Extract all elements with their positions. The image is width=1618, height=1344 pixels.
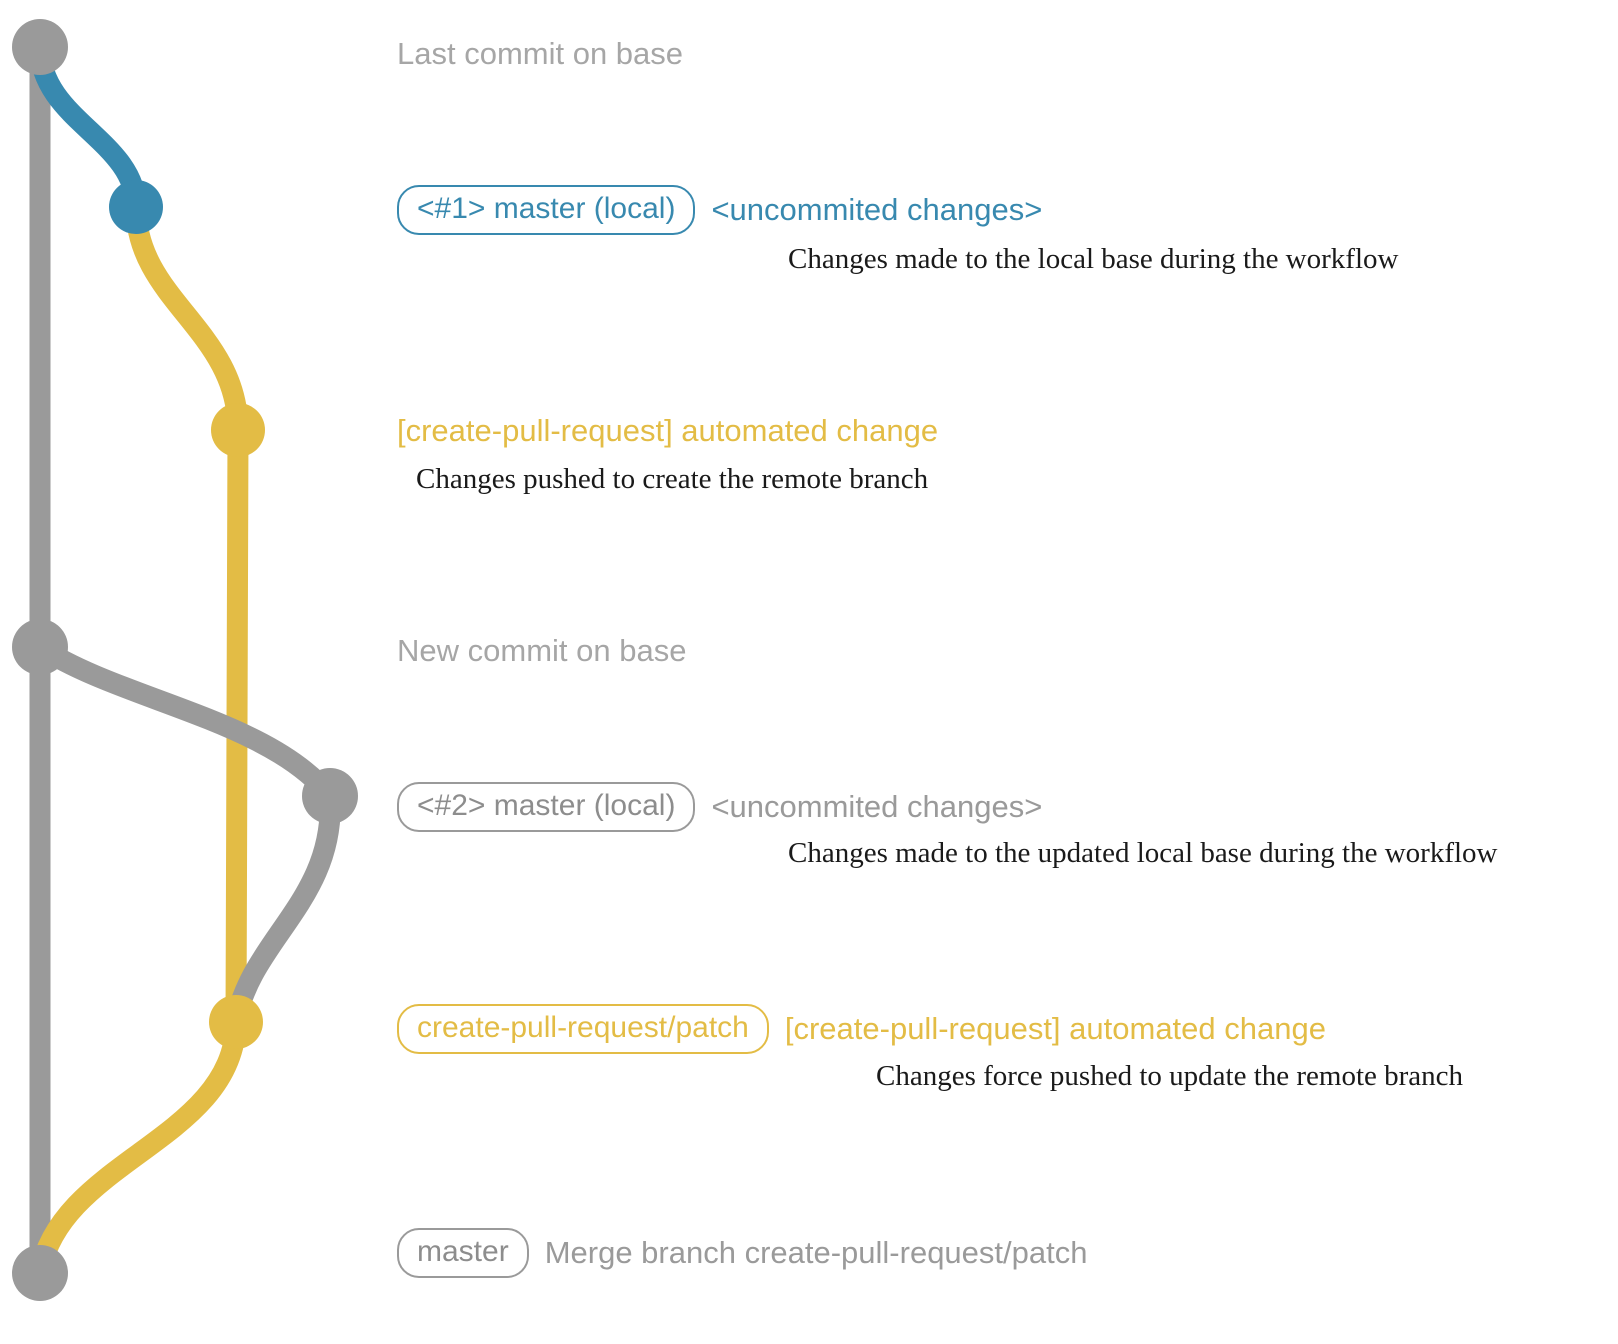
commit-message-merge-branch: Merge branch create-pull-request/patch: [544, 1235, 1088, 1270]
edge-local1-to-patch1: [125, 196, 249, 441]
branch-badge-create-pull-request-patch[interactable]: create-pull-request/patch: [397, 1004, 769, 1054]
description-patch-commit-1: Changes pushed to create the remote bran…: [416, 463, 929, 495]
commit-node-merge[interactable]: [12, 1245, 68, 1301]
branch-badge-master-local-2[interactable]: <#2> master (local): [397, 782, 696, 832]
commit-node-local-1[interactable]: [109, 180, 163, 234]
commit-message-new-commit-on-base: New commit on base: [397, 633, 687, 668]
description-local-commit-1: Changes made to the local base during th…: [788, 243, 1399, 275]
row-local-commit-2: <#2> master (local) <uncommited changes>: [397, 782, 1042, 832]
commit-message-uncommited-changes-1: <uncommited changes>: [711, 192, 1043, 227]
row-patch-commit-2: create-pull-request/patch [create-pull-r…: [397, 1004, 1326, 1054]
description-patch-commit-2: Changes force pushed to update the remot…: [876, 1060, 1464, 1092]
commit-node-patch-2[interactable]: [209, 995, 263, 1049]
commit-node-base-2[interactable]: [12, 619, 68, 675]
branch-badge-master[interactable]: master: [397, 1228, 529, 1278]
commit-message-automated-change-2: [create-pull-request] automated change: [784, 1011, 1326, 1046]
edge-patch2-to-merge: [29, 1011, 247, 1284]
commit-message-automated-change-1: [create-pull-request] automated change: [397, 413, 939, 448]
commit-node-base-1[interactable]: [12, 19, 68, 75]
commit-message-last-commit-on-base: Last commit on base: [397, 36, 684, 71]
edge-local2-to-patch2: [225, 785, 341, 1033]
row-local-commit-1: <#1> master (local) <uncommited changes>: [397, 185, 1042, 235]
description-local-commit-2: Changes made to the updated local base d…: [788, 837, 1498, 869]
commit-node-patch-1[interactable]: [211, 403, 265, 457]
commit-node-local-2[interactable]: [302, 768, 358, 824]
commit-message-uncommited-changes-2: <uncommited changes>: [711, 789, 1043, 824]
edge-base2-to-local2: [29, 636, 341, 807]
row-merge-commit: master Merge branch create-pull-request/…: [397, 1228, 1087, 1278]
branch-badge-master-local-1[interactable]: <#1> master (local): [397, 185, 696, 235]
